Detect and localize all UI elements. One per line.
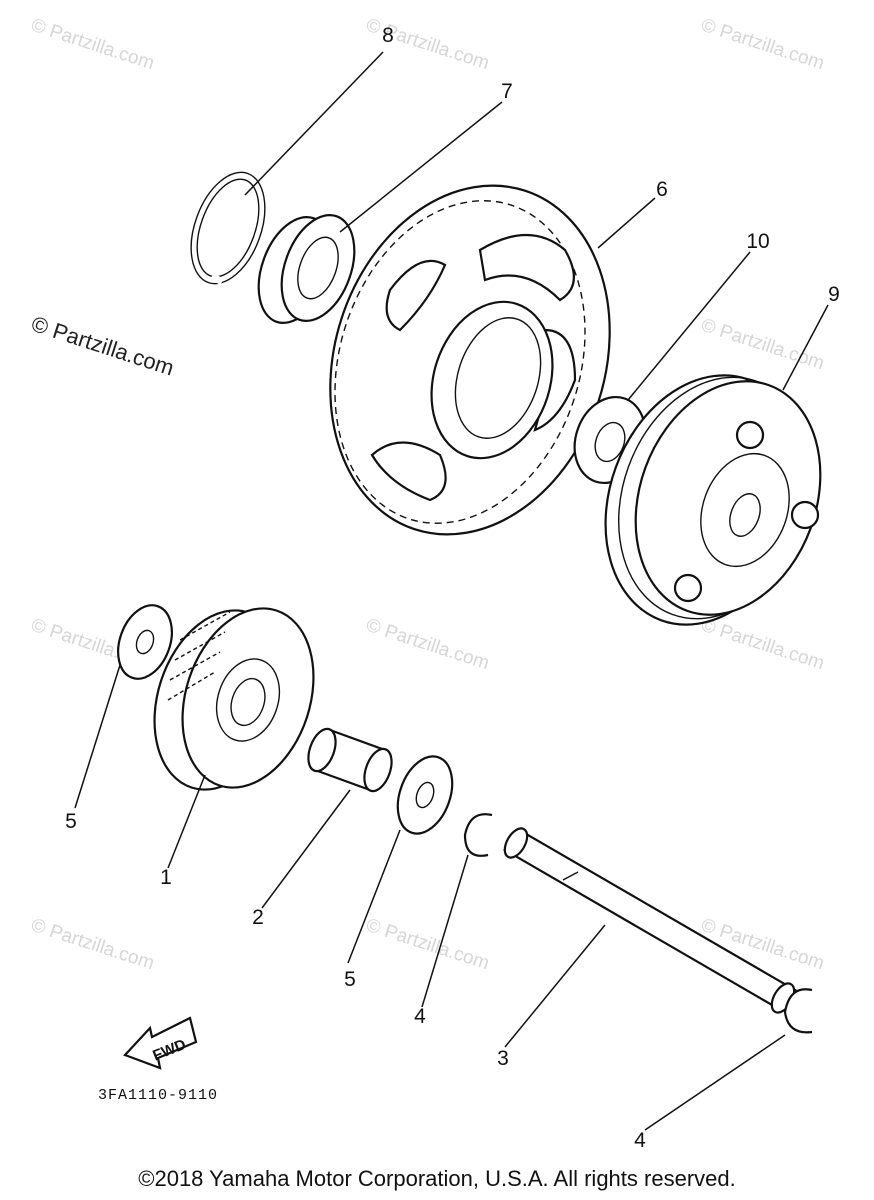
part-6-wheel-gear	[329, 184, 611, 536]
copyright-footer: ©2018 Yamaha Motor Corporation, U.S.A. A…	[138, 1166, 736, 1191]
watermark: © Partzilla.com	[28, 915, 156, 975]
callout-7: 7	[501, 80, 513, 103]
part-9-clutch	[604, 374, 822, 626]
callout-5: 5	[344, 968, 356, 991]
watermark: © Partzilla.com	[28, 15, 156, 75]
callout-9: 9	[828, 283, 840, 306]
part-5-washer	[396, 755, 454, 835]
diagram-code: 3FA1110-9110	[98, 1087, 218, 1104]
part-8-circlip	[190, 171, 266, 286]
watermark: © Partzilla.com	[363, 615, 491, 675]
callout-4: 4	[414, 1005, 426, 1028]
leader-lines	[74, 51, 829, 1131]
callout-2: 2	[252, 906, 264, 929]
part-4-circlip	[783, 988, 813, 1034]
callout-3: 3	[497, 1047, 509, 1070]
callout-5: 5	[65, 810, 77, 833]
callout-4: 4	[634, 1129, 646, 1152]
callout-numbers: 8 7 6 10 9 5 1 2 5 4 3 4	[65, 24, 840, 1152]
callout-1: 1	[160, 866, 172, 889]
callout-10: 10	[746, 230, 769, 253]
callout-6: 6	[656, 178, 668, 201]
part-1-idle-gear	[153, 607, 315, 791]
callout-8: 8	[382, 24, 394, 47]
watermark: © Partzilla.com	[698, 15, 826, 75]
watermark-strong: © Partzilla.com	[28, 311, 177, 381]
fwd-arrow-icon: FWD	[123, 1016, 198, 1070]
watermark: © Partzilla.com	[363, 915, 491, 975]
part-7-bearing	[257, 213, 356, 325]
part-2-collar	[307, 727, 393, 793]
part-3-shaft	[502, 827, 798, 1014]
part-4-circlip	[463, 813, 493, 857]
watermark: © Partzilla.com	[698, 615, 826, 675]
part-5-washer	[117, 604, 173, 680]
